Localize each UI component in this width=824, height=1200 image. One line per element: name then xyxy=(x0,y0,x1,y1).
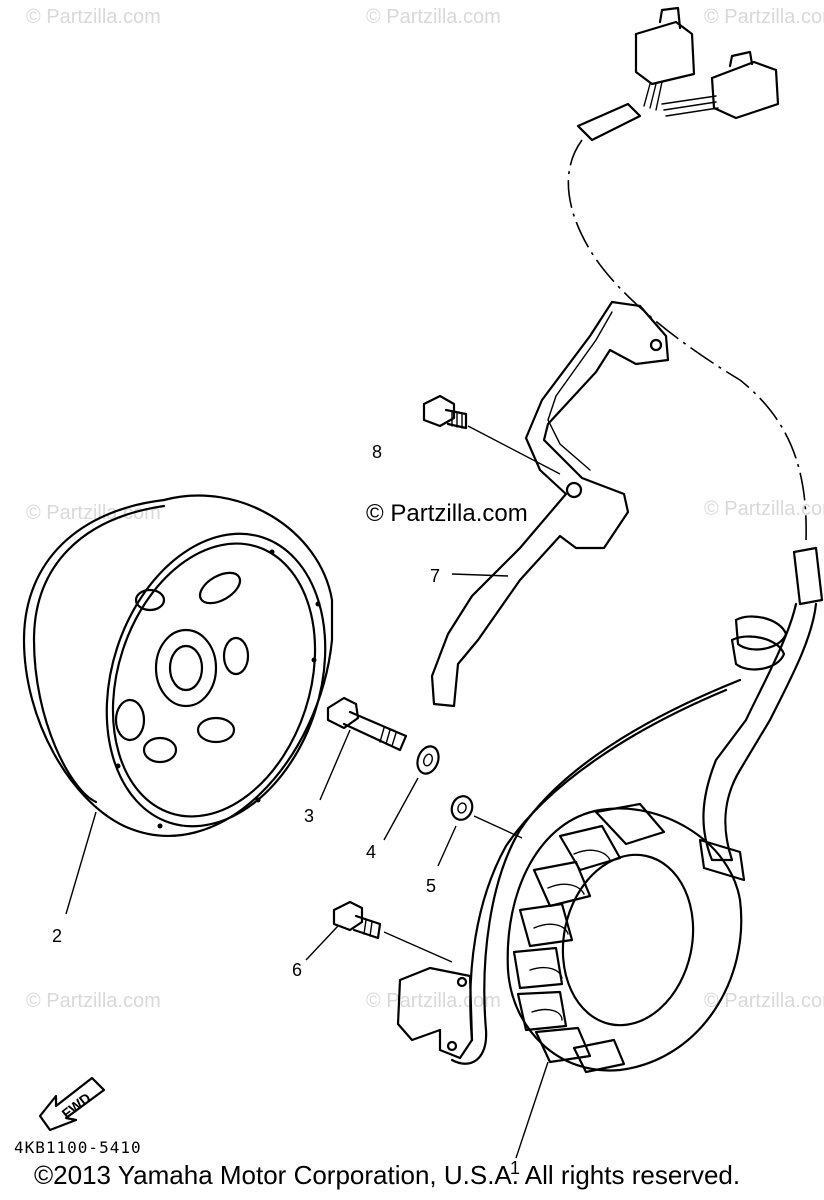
watermark-mid-right: © Partzilla.com xyxy=(704,498,824,520)
flywheel-rotor-part-2 xyxy=(22,494,334,915)
watermark-top-right: © Partzilla.com xyxy=(704,6,824,28)
watermark-bottom-left: © Partzilla.com xyxy=(26,990,161,1012)
part-code: 4KB1100-5410 xyxy=(14,1138,142,1157)
bracket-part-7 xyxy=(430,300,670,708)
callout-number-2: 2 xyxy=(52,926,63,946)
callout-number-6: 6 xyxy=(292,960,303,980)
callout-number-5: 5 xyxy=(426,876,437,896)
wire-harness xyxy=(567,139,807,541)
callout-number-3: 3 xyxy=(304,806,315,826)
pickup-coil xyxy=(396,966,474,1060)
fwd-arrow-icon: FWD xyxy=(38,1076,106,1132)
wire-connectors xyxy=(576,6,780,142)
watermark-top-center: © Partzilla.com xyxy=(366,6,501,28)
watermark-bottom-right: © Partzilla.com xyxy=(704,990,824,1012)
wire-grommet-upper xyxy=(792,546,824,606)
harness-sheath xyxy=(702,602,818,862)
washer-part-5 xyxy=(437,795,523,867)
harness-wire-loop xyxy=(450,678,742,1065)
stator-part-1 xyxy=(506,802,746,1159)
leader-part-7 xyxy=(451,573,509,577)
fwd-label: FWD xyxy=(59,1089,94,1121)
callout-number-7: 7 xyxy=(430,566,441,586)
watermark-top-left: © Partzilla.com xyxy=(26,6,161,28)
screw-part-6 xyxy=(305,900,453,963)
callout-number-4: 4 xyxy=(366,842,377,862)
copyright-notice: ©2013 Yamaha Motor Corporation, U.S.A. A… xyxy=(34,1160,741,1190)
washer-part-4 xyxy=(383,745,440,841)
center-watermark: © Partzilla.com xyxy=(366,500,528,527)
bolt-part-3 xyxy=(319,696,408,801)
callout-number-1: 1 xyxy=(510,1158,521,1178)
screw-part-8 xyxy=(422,394,561,475)
harness-grommet xyxy=(730,615,788,671)
callout-number-8: 8 xyxy=(372,442,383,462)
